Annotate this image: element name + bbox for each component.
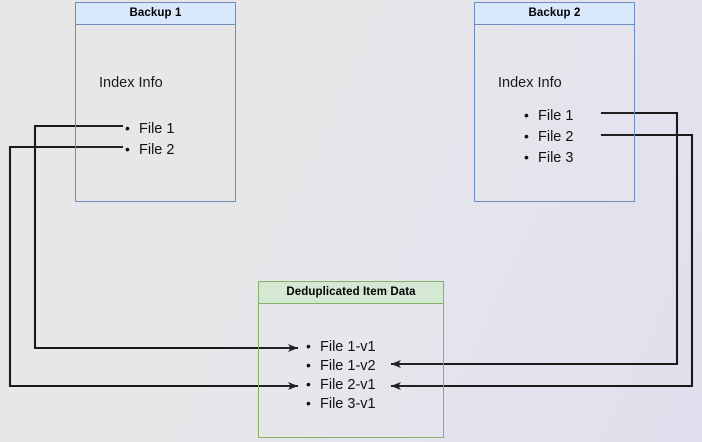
list-item: File 1-v1 xyxy=(306,338,376,358)
list-item: File 3 xyxy=(524,148,573,170)
backup-1-box[interactable]: Backup 1 Index Info File 1 File 2 xyxy=(75,2,236,202)
list-item: File 2 xyxy=(524,127,573,149)
dedup-body: File 1-v1 File 1-v2 File 2-v1 File 3-v1 xyxy=(259,304,443,437)
list-item: File 1-v2 xyxy=(306,357,376,377)
backup-1-title: Backup 1 xyxy=(76,3,235,25)
backup-2-title: Backup 2 xyxy=(475,3,634,25)
list-item: File 3-v1 xyxy=(306,395,376,415)
list-item: File 2-v1 xyxy=(306,376,376,396)
dedup-file-list: File 1-v1 File 1-v2 File 2-v1 File 3-v1 xyxy=(306,338,376,415)
backup-2-box[interactable]: Backup 2 Index Info File 1 File 2 File 3 xyxy=(474,2,635,202)
deduplicated-item-data-box[interactable]: Deduplicated Item Data File 1-v1 File 1-… xyxy=(258,281,444,438)
backup-2-subtitle: Index Info xyxy=(498,75,562,91)
backup-2-body: Index Info File 1 File 2 File 3 xyxy=(475,25,634,201)
backup-1-body: Index Info File 1 File 2 xyxy=(76,25,235,201)
list-item: File 1 xyxy=(125,119,174,141)
backup-2-file-list: File 1 File 2 File 3 xyxy=(524,106,573,170)
dedup-title: Deduplicated Item Data xyxy=(259,282,443,304)
list-item: File 1 xyxy=(524,106,573,128)
list-item: File 2 xyxy=(125,140,174,162)
backup-1-file-list: File 1 File 2 xyxy=(125,119,174,162)
backup-1-subtitle: Index Info xyxy=(99,75,163,91)
